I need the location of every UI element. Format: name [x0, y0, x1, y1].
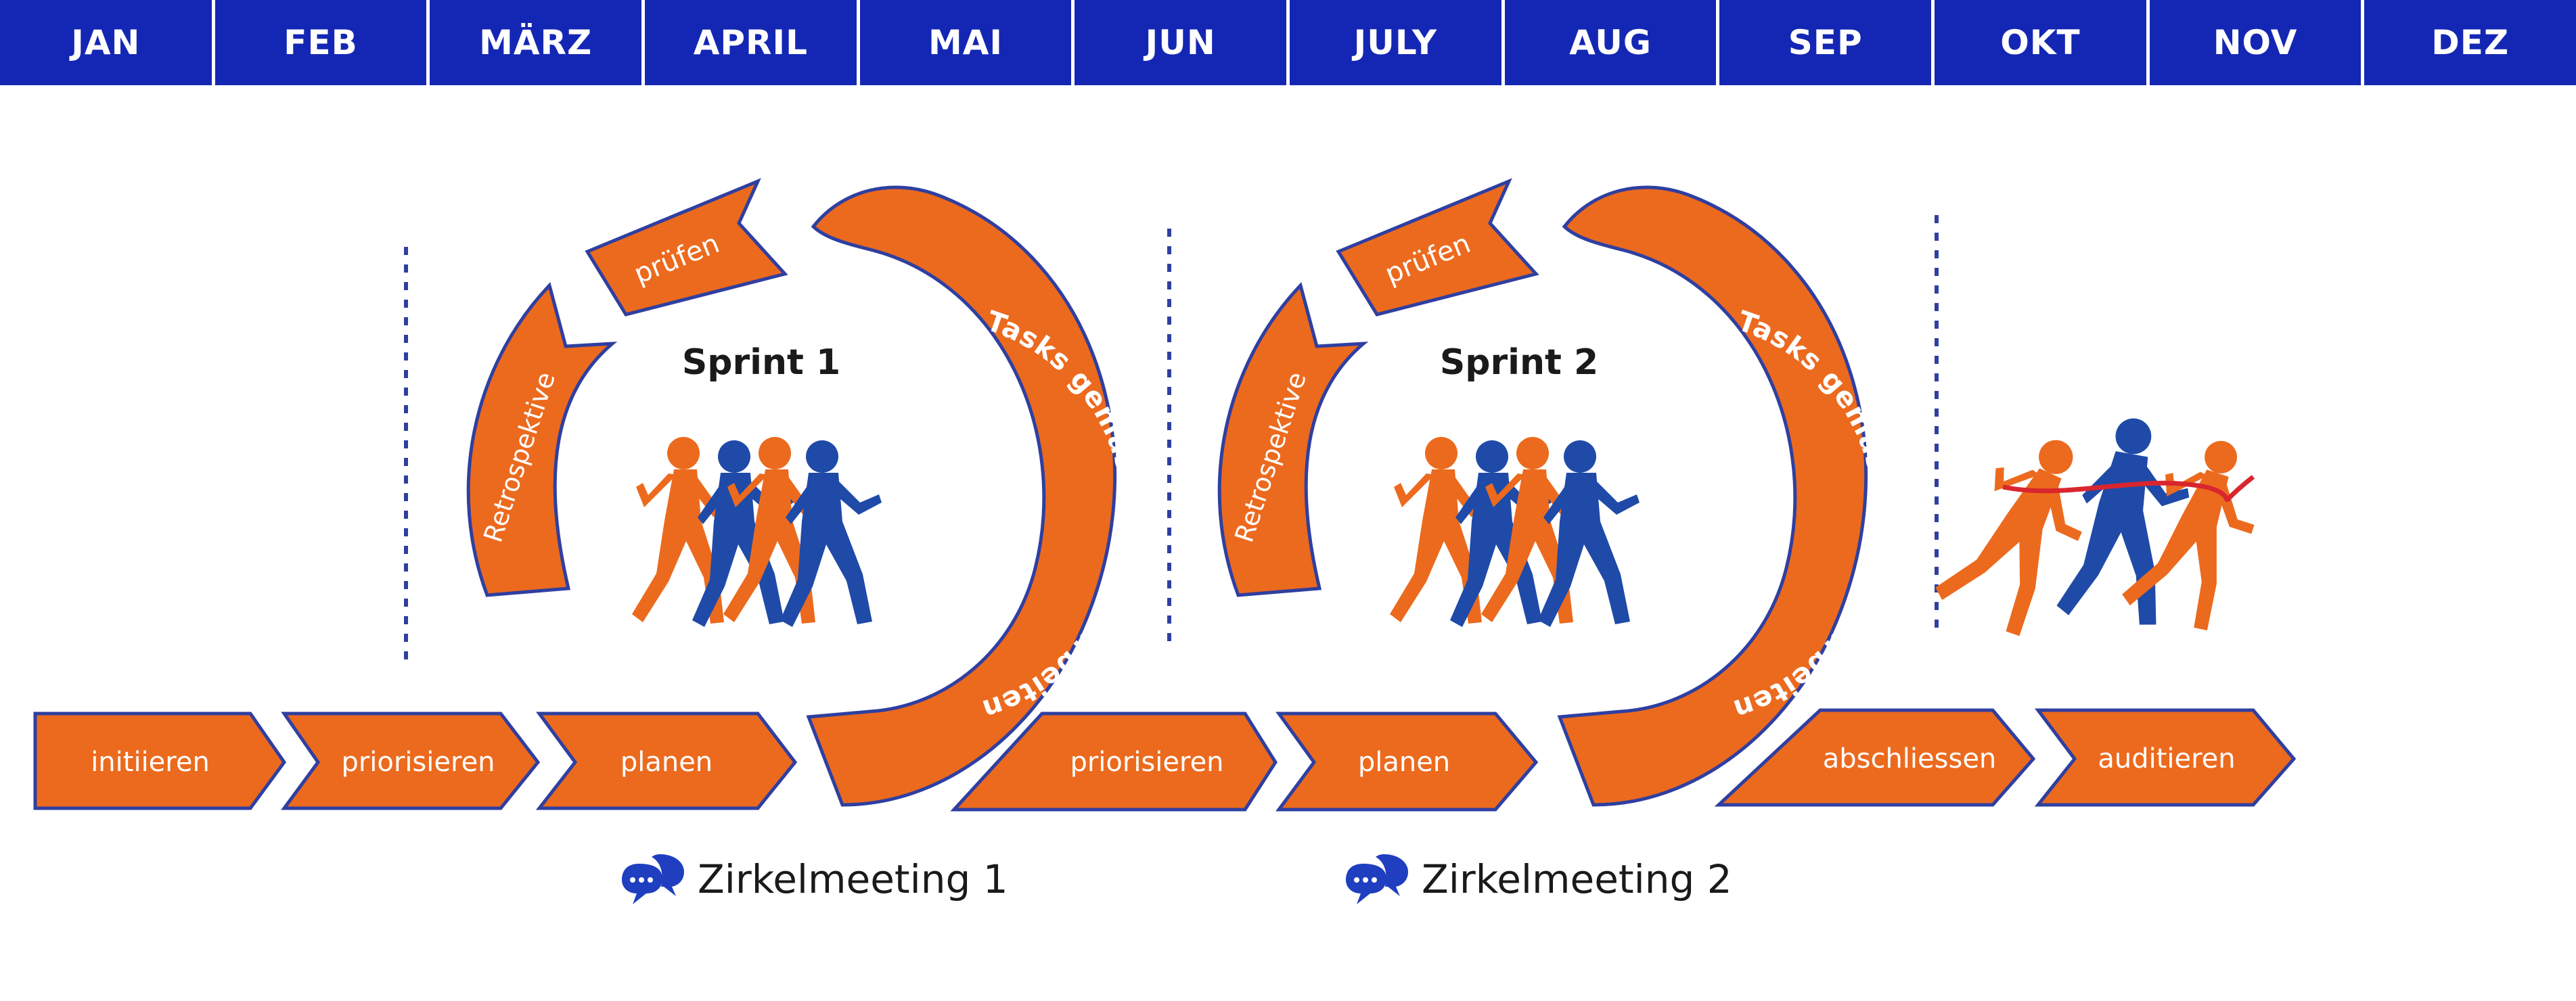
- step-label: priorisieren: [341, 747, 495, 778]
- step-initiieren: initiieren: [33, 712, 287, 810]
- month-header: JAN FEB MÄRZ APRIL MAI JUN JULY AUG SEP …: [0, 0, 2576, 88]
- step-priorisieren-1: priorisieren: [281, 712, 541, 810]
- step-label: planen: [620, 747, 713, 778]
- step-priorisieren-2: priorisieren: [950, 712, 1278, 812]
- zirkelmeeting-1: Zirkelmeeting 1: [619, 849, 1008, 910]
- retrospective-arrow: [466, 282, 618, 597]
- meeting-label: Zirkelmeeting 2: [1422, 856, 1732, 902]
- step-label: priorisieren: [1070, 747, 1223, 778]
- meeting-label: Zirkelmeeting 1: [698, 856, 1008, 902]
- speech-bubbles-icon: [622, 854, 684, 904]
- step-label: abschliessen: [1823, 743, 1997, 774]
- month-feb: FEB: [214, 0, 430, 85]
- month-aug: AUG: [1504, 0, 1720, 85]
- step-abschliessen: abschliessen: [1714, 708, 2036, 807]
- step-auditieren: auditieren: [2034, 708, 2297, 807]
- sprint-title: Sprint 2: [1440, 342, 1598, 383]
- step-planen-2: planen: [1275, 712, 1539, 812]
- zirkelmeeting-2: Zirkelmeeting 2: [1343, 849, 1732, 910]
- finish-line-runners-icon: [1931, 411, 2276, 643]
- month-dec: DEZ: [2364, 0, 2576, 85]
- sprint-title: Sprint 1: [682, 342, 840, 383]
- runners-icon: [632, 437, 882, 627]
- review-arrow: [1336, 178, 1539, 317]
- month-jun: JUN: [1075, 0, 1290, 85]
- step-label: auditieren: [2098, 743, 2235, 774]
- tasks-arc-arrow: [806, 185, 1117, 807]
- step-label: initiieren: [91, 747, 210, 778]
- finish-tape: [2002, 475, 2255, 503]
- month-mar: MÄRZ: [430, 0, 646, 85]
- runners-icon: [1390, 437, 1640, 627]
- tasks-arc-arrow: [1557, 185, 1868, 807]
- month-jul: JULY: [1290, 0, 1505, 85]
- sprint-2-cycle: Tasks gemäss Liste abarbeiten prüfen Ret…: [1217, 178, 1899, 807]
- month-apr: APRIL: [645, 0, 860, 85]
- retrospective-arrow: [1217, 282, 1369, 597]
- review-arrow: [585, 178, 788, 317]
- sprint-1-cycle: Tasks gemäss Liste abarbeiten prüfen Ret…: [466, 178, 1148, 807]
- step-planen-1: planen: [535, 712, 798, 810]
- speech-bubbles-icon: [1346, 854, 1408, 904]
- step-label: planen: [1358, 747, 1450, 778]
- month-nov: NOV: [2149, 0, 2365, 85]
- month-jan: JAN: [0, 0, 215, 85]
- month-sep: SEP: [1719, 0, 1935, 85]
- month-may: MAI: [859, 0, 1075, 85]
- month-oct: OKT: [1935, 0, 2150, 85]
